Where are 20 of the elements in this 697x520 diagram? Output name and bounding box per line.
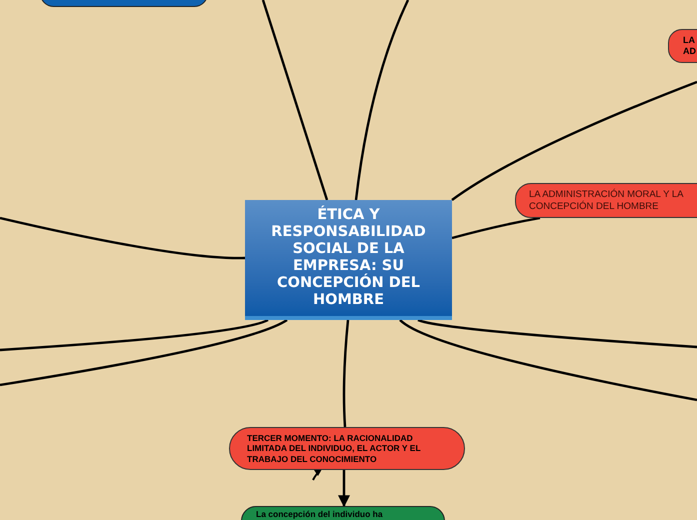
connector-line xyxy=(452,216,540,240)
node-text: LA AD xyxy=(683,35,697,57)
connector-line xyxy=(0,216,245,260)
connector-line xyxy=(338,470,350,508)
connector-line xyxy=(418,318,697,348)
subtopic-box xyxy=(515,183,697,218)
connector-line xyxy=(0,318,268,352)
connector-line xyxy=(262,0,328,200)
subtopic-box xyxy=(668,29,697,63)
node-text: TERCER MOMENTO: LA RACIONALIDAD LIMITADA DEL INDIVIDUO, EL ACTOR Y EL TRABAJO DEL CONOCIMIENTO xyxy=(247,432,422,464)
node-text: ÉTICA Y RESPONSABILIDAD SOCIAL DE LA EMPRESA: SU CONCEPCIÓN DEL HOMBRE xyxy=(270,207,427,309)
node-text: La concepción del individuo ha xyxy=(256,509,384,519)
subtopic-box xyxy=(229,427,465,470)
connector-line xyxy=(451,80,697,201)
connector-line xyxy=(342,320,350,428)
central-topic-box xyxy=(245,200,452,320)
node-text: LA ADMINISTRACIÓN MORAL Y LA CONCEPCIÓN DEL HOMBRE xyxy=(529,188,684,212)
connector-line xyxy=(0,318,288,386)
connector-line xyxy=(399,319,697,402)
connector-line xyxy=(354,0,410,200)
